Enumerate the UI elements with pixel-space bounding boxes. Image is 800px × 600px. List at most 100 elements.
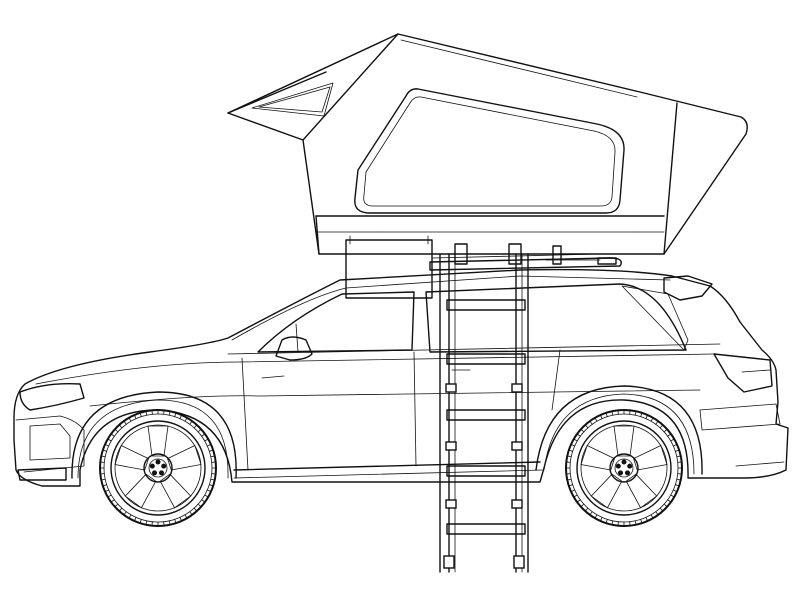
tyre-tread xyxy=(104,489,110,492)
tyre-tread xyxy=(580,503,585,508)
ladder-rung xyxy=(446,409,526,421)
tyre-tread xyxy=(206,444,212,447)
shoulder-line xyxy=(35,353,715,385)
tyre-tread xyxy=(107,494,112,498)
side-mirror xyxy=(275,336,313,361)
ladder-rung xyxy=(446,299,526,311)
beltline xyxy=(227,343,721,355)
tyre-tread xyxy=(655,420,659,425)
ladder-hook xyxy=(508,243,522,265)
taillight xyxy=(713,353,773,393)
rear-wheel xyxy=(565,409,683,527)
tyre-tread xyxy=(584,507,589,512)
tyre-tread xyxy=(204,494,209,498)
tyre-tread xyxy=(672,489,678,492)
tyre-tread xyxy=(110,433,115,437)
tyre-tread xyxy=(208,449,214,452)
tyre-tread xyxy=(123,511,127,516)
tyre-tread xyxy=(123,420,127,425)
tyre-tread xyxy=(670,494,675,498)
tyre-tread xyxy=(168,520,171,526)
roof-tent xyxy=(227,33,748,255)
tyre-tread xyxy=(566,478,572,481)
tyre-tread xyxy=(102,449,108,452)
storage-bag xyxy=(345,239,433,299)
tyre-tread xyxy=(573,438,578,442)
rear-wheel-arch xyxy=(535,385,703,475)
ladder-hook xyxy=(454,243,468,265)
tyre-tread xyxy=(659,507,664,512)
tyre-tread xyxy=(210,478,216,481)
tyre-tread xyxy=(128,417,132,422)
tyre-tread xyxy=(145,520,148,526)
tyre-tread xyxy=(676,455,682,458)
tent-main-window xyxy=(354,88,625,214)
tent-shell xyxy=(227,33,748,255)
tyre-tread xyxy=(114,503,119,508)
tent-base-left xyxy=(315,215,320,255)
tyre-tread xyxy=(645,516,648,522)
tent-flap-window xyxy=(251,82,334,117)
tyre-tread xyxy=(100,455,106,458)
tyre-tread xyxy=(168,410,171,416)
tyre-tread xyxy=(584,424,589,429)
side-sill xyxy=(233,461,541,471)
tyre-tread xyxy=(663,428,668,433)
tyre-tread xyxy=(600,516,603,522)
front-wheel-arch xyxy=(71,391,237,479)
fog-light xyxy=(17,467,67,481)
body-crease xyxy=(89,389,701,407)
tyre-tread xyxy=(573,494,578,498)
tyre-tread xyxy=(110,499,115,503)
tent-front-edge xyxy=(302,33,399,141)
ladder xyxy=(439,243,529,573)
quarter-window xyxy=(621,285,689,351)
tyre-tread xyxy=(201,433,206,437)
tyre-tread xyxy=(100,478,106,481)
rear-spoiler xyxy=(663,275,713,301)
tyre-tread xyxy=(570,444,576,447)
headlight xyxy=(19,382,85,411)
tyre-tread xyxy=(570,489,576,492)
tyre-tread xyxy=(174,518,177,524)
tent-rear-panel xyxy=(663,102,678,255)
front-window xyxy=(257,291,415,353)
front-wheel xyxy=(99,409,217,527)
rear-door-edge xyxy=(551,349,561,411)
tyre-tread xyxy=(179,516,182,522)
tyre-tread xyxy=(650,417,654,422)
tyre-tread xyxy=(576,433,581,437)
tyre-tread xyxy=(184,417,188,422)
tyre-tread xyxy=(204,438,209,442)
tent-main-window-inner xyxy=(363,96,616,207)
tent-flap-window-inner xyxy=(258,86,331,113)
tyre-tread xyxy=(193,424,198,429)
roof-rack xyxy=(345,235,622,299)
tyre-tread xyxy=(139,518,142,524)
front-bumper xyxy=(15,415,85,473)
tyre-tread xyxy=(145,410,148,416)
tyre-tread xyxy=(672,444,678,447)
tyre-tread xyxy=(201,499,206,503)
tyre-tread xyxy=(134,516,137,522)
tyre-tread xyxy=(594,514,598,519)
tyre-tread xyxy=(650,514,654,519)
tyre-tread xyxy=(174,412,177,418)
tyre-tread xyxy=(580,428,585,433)
tyre-tread xyxy=(655,511,659,516)
tyre-tread xyxy=(568,484,574,487)
tyre-tread xyxy=(670,438,675,442)
ladder-rung xyxy=(446,465,526,477)
tyre-tread xyxy=(663,503,668,508)
door-split xyxy=(413,351,417,467)
tyre-tread xyxy=(640,412,643,418)
tyre-tread xyxy=(674,484,680,487)
front-door xyxy=(241,357,249,471)
tyre-tread xyxy=(634,410,637,416)
tyre-tread xyxy=(667,499,672,503)
tyre-tread xyxy=(197,428,202,433)
tyre-tread xyxy=(107,438,112,442)
rear-window xyxy=(425,283,687,353)
tyre-tread xyxy=(210,455,216,458)
